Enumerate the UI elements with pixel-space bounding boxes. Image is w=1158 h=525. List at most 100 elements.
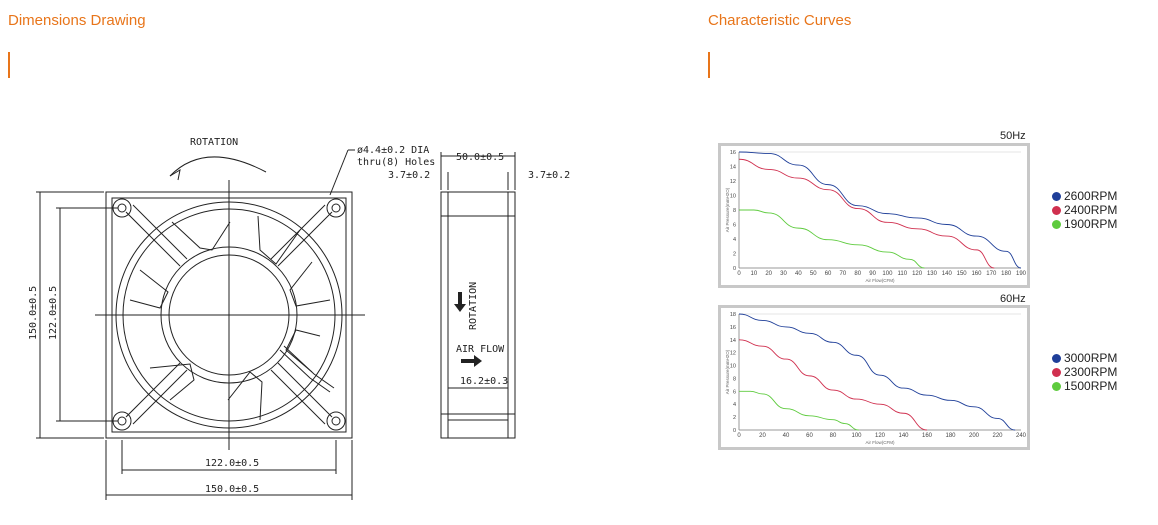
y-tick-label: 2	[733, 415, 736, 421]
mount-hole	[117, 203, 127, 213]
legend-label: 2300RPM	[1064, 365, 1118, 379]
chart-1-legend: 2600RPM 2400RPM 1900RPM	[1052, 189, 1117, 231]
chart-1-title: 50Hz	[1000, 130, 1026, 142]
chart-2-legend: 3000RPM 2300RPM 1500RPM	[1052, 351, 1117, 393]
y-tick-label: 16	[730, 150, 736, 156]
y-tick-label: 12	[730, 351, 736, 357]
x-axis-label: Air Flow(CFM)	[866, 440, 895, 445]
x-tick-label: 50	[810, 271, 817, 277]
x-tick-label: 200	[969, 433, 980, 439]
terminal-dimension: 16.2±0.3	[460, 376, 508, 387]
y-axis-label: Air Pressure(mmH2O)	[725, 187, 730, 232]
x-tick-label: 100	[882, 271, 893, 277]
x-tick-label: 40	[795, 271, 802, 277]
y-tick-label: 10	[730, 194, 736, 200]
width-inner-dimension: 122.0±0.5	[205, 458, 259, 469]
legend-item: 2300RPM	[1052, 365, 1117, 379]
x-tick-label: 70	[840, 271, 847, 277]
y-tick-label: 6	[733, 223, 736, 229]
x-tick-label: 60	[825, 271, 832, 277]
legend-dot	[1052, 219, 1061, 229]
section-title-dimensions: Dimensions Drawing	[8, 12, 146, 29]
x-tick-label: 180	[1001, 271, 1012, 277]
series-line-1500RPM	[738, 390, 859, 431]
legend-label: 3000RPM	[1064, 351, 1118, 365]
y-tick-label: 0	[733, 266, 736, 272]
legend-item: 3000RPM	[1052, 351, 1117, 365]
x-tick-label: 240	[1016, 433, 1027, 439]
x-axis-label: Air Flow(CFM)	[866, 278, 895, 283]
x-tick-label: 80	[854, 271, 861, 277]
x-tick-label: 120	[875, 433, 886, 439]
x-tick-label: 10	[750, 271, 757, 277]
x-tick-label: 190	[1016, 271, 1027, 277]
x-tick-label: 30	[780, 271, 787, 277]
x-tick-label: 20	[759, 433, 766, 439]
section-accent-bar	[708, 52, 710, 78]
legend-dot	[1052, 353, 1061, 363]
height-inner-dimension: 122.0±0.5	[48, 286, 59, 340]
x-tick-label: 140	[942, 271, 953, 277]
height-outer-dimension: 150.0±0.5	[28, 286, 39, 340]
side-rotation-label: ROTATION	[468, 282, 479, 330]
x-tick-label: 0	[737, 271, 741, 277]
fan-side-view	[440, 191, 516, 439]
mount-hole	[331, 203, 341, 213]
x-tick-label: 60	[806, 433, 813, 439]
x-tick-label: 180	[945, 433, 956, 439]
width-outer-dimension: 150.0±0.5	[205, 484, 259, 495]
x-tick-label: 110	[897, 271, 907, 277]
legend-item: 1500RPM	[1052, 379, 1117, 393]
depth-dimension: 50.0±0.5	[456, 152, 504, 163]
y-tick-label: 0	[733, 428, 736, 434]
legend-label: 2400RPM	[1064, 203, 1118, 217]
x-tick-label: 100	[851, 433, 862, 439]
series-line-3000RPM	[738, 313, 1016, 431]
hole-label-2: thru(8) Holes	[357, 157, 435, 168]
y-tick-label: 18	[730, 312, 736, 318]
series-line-2300RPM	[738, 339, 928, 431]
legend-label: 2600RPM	[1064, 189, 1118, 203]
y-tick-label: 8	[733, 208, 736, 214]
y-tick-label: 4	[733, 402, 736, 408]
legend-item: 1900RPM	[1052, 217, 1117, 231]
legend-label: 1500RPM	[1064, 379, 1118, 393]
hole-label: ø4.4±0.2 DIA	[357, 145, 429, 156]
x-tick-label: 220	[992, 433, 1003, 439]
chart-2-title: 60Hz	[1000, 293, 1026, 305]
x-tick-label: 40	[783, 433, 790, 439]
y-tick-label: 14	[730, 338, 736, 344]
legend-item: 2400RPM	[1052, 203, 1117, 217]
series-line-2600RPM	[738, 151, 1022, 269]
y-tick-label: 2	[733, 252, 736, 258]
x-tick-label: 160	[971, 271, 982, 277]
side-airflow-label: AIR FLOW	[456, 344, 505, 355]
x-tick-label: 130	[927, 271, 938, 277]
section-accent-bar	[8, 52, 10, 78]
legend-dot	[1052, 367, 1061, 377]
legend-dot	[1052, 205, 1061, 215]
y-tick-label: 6	[733, 389, 736, 395]
x-tick-label: 160	[922, 433, 933, 439]
mount-hole	[331, 416, 341, 426]
series-line-2400RPM	[738, 158, 995, 269]
x-tick-label: 90	[869, 271, 876, 277]
x-tick-label: 120	[912, 271, 923, 277]
legend-item: 2600RPM	[1052, 189, 1117, 203]
section-title-curves: Characteristic Curves	[708, 12, 852, 29]
flange-left-dimension: 3.7±0.2	[388, 170, 430, 181]
legend-dot	[1052, 191, 1061, 201]
x-tick-label: 150	[957, 271, 968, 277]
y-tick-label: 10	[730, 364, 736, 370]
rotation-label: ROTATION	[190, 137, 238, 148]
mount-hole	[117, 416, 127, 426]
dimensions-drawing: ROTATION ø4.4±0.2 DIA thru(8) Holes 50.0…	[28, 137, 570, 500]
x-tick-label: 80	[830, 433, 837, 439]
legend-label: 1900RPM	[1064, 217, 1118, 231]
y-tick-label: 8	[733, 376, 736, 382]
flange-right-dimension: 3.7±0.2	[528, 170, 570, 181]
